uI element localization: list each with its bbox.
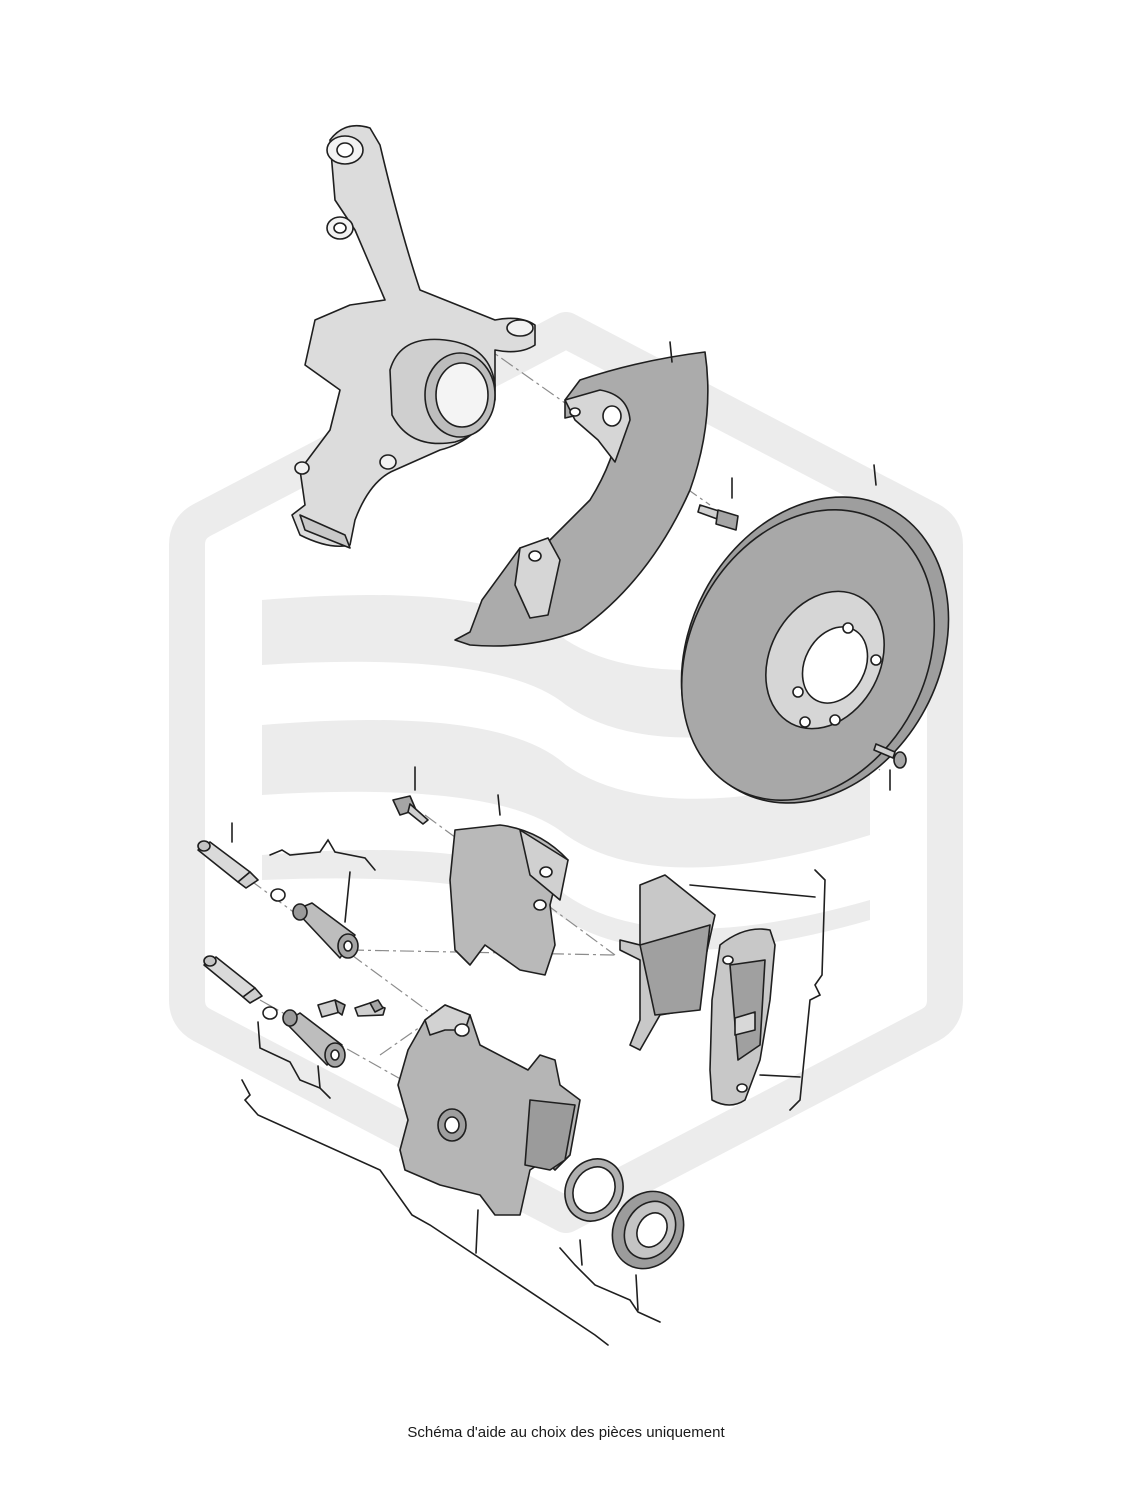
diagram-caption: Schéma d'aide au choix des pièces unique… — [407, 1424, 725, 1441]
bolt-icon — [392, 766, 429, 825]
bolt-icon — [697, 477, 739, 531]
bleed-screw-icon — [354, 999, 386, 1017]
piston-boot-icon — [611, 1190, 685, 1311]
seal-ring-icon — [564, 1158, 624, 1266]
bushing-icon — [270, 888, 359, 959]
screw-icon — [873, 743, 907, 791]
caliper-group-bracket — [241, 1079, 661, 1346]
caliper-carrier-icon — [449, 794, 569, 976]
bushing-icon — [262, 1006, 346, 1068]
pin-group-brackets — [257, 838, 376, 1099]
pad-group-bracket — [689, 869, 826, 1111]
bleed-screw-icon — [317, 999, 346, 1018]
steering-knuckle-icon — [291, 124, 536, 549]
brake-disc-icon — [680, 464, 950, 804]
guide-pin-icon — [203, 955, 263, 1004]
guide-pin-icon — [197, 822, 259, 889]
brake-pad-icon — [709, 928, 776, 1106]
brake-caliper-icon — [397, 1004, 581, 1254]
splash-shield-icon — [454, 341, 709, 647]
brake-pad-icon — [619, 874, 716, 1051]
